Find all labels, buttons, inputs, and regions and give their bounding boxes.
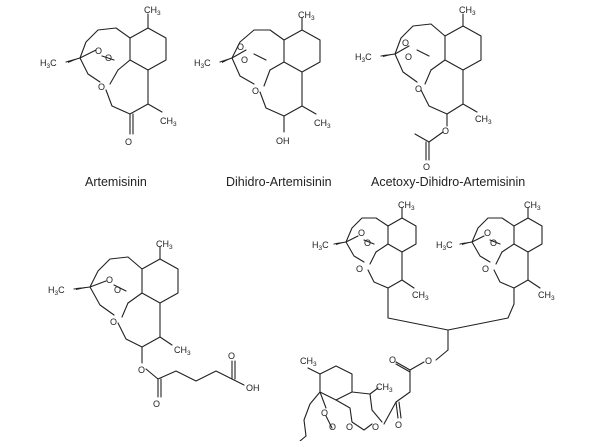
svg-text:H3C: H3C	[355, 52, 372, 64]
svg-text:O: O	[423, 162, 430, 172]
svg-text:H3C: H3C	[194, 58, 211, 70]
svg-text:CH3: CH3	[174, 345, 191, 357]
artesunate-structure: CH3 H3C O O O O O O OH CH3	[48, 239, 260, 409]
svg-text:CH3: CH3	[156, 239, 173, 251]
svg-text:O: O	[321, 408, 328, 418]
svg-text:O: O	[484, 228, 491, 238]
svg-text:O: O	[114, 285, 121, 295]
svg-text:O: O	[153, 399, 160, 409]
dihydroartemisinin-caption: Dihidro-Artemisinin	[226, 175, 332, 189]
svg-text:CH3: CH3	[475, 114, 492, 126]
trimer-linker: O O O O	[372, 303, 515, 432]
artemisinin-caption: Artemisinin	[85, 175, 147, 189]
svg-text:OH: OH	[246, 383, 260, 393]
svg-text:CH3: CH3	[144, 5, 161, 17]
svg-text:O: O	[329, 422, 336, 432]
svg-text:O: O	[415, 84, 422, 94]
acetoxy-dihydroartemisinin-caption: Acetoxy-Dihidro-Artemisinin	[371, 175, 525, 189]
svg-text:O: O	[372, 422, 379, 432]
svg-text:CH3: CH3	[300, 356, 317, 368]
svg-text:CH3: CH3	[314, 118, 331, 130]
svg-text:O: O	[110, 317, 117, 327]
svg-text:H3C: H3C	[312, 240, 329, 252]
dihydroartemisinin-structure: CH3 H3C O O O OH CH3	[194, 10, 331, 146]
artemisinin-structure: CH3 H3C O O O O CH3	[40, 5, 177, 147]
svg-text:CH3: CH3	[524, 200, 541, 212]
svg-text:O: O	[442, 126, 449, 136]
trimer-unit-bottom: CH3 CH3 O O O	[299, 356, 393, 442]
svg-text:H3C: H3C	[48, 285, 65, 297]
svg-text:O: O	[364, 238, 371, 248]
svg-text:O: O	[482, 264, 489, 274]
svg-text:CH3: CH3	[398, 200, 415, 212]
svg-text:H3C: H3C	[436, 240, 453, 252]
svg-text:O: O	[425, 356, 432, 366]
acetoxy-dihydroartemisinin-structure: CH3 H3C O O O O O CH3	[355, 5, 492, 172]
svg-text:O: O	[237, 42, 244, 52]
svg-text:O: O	[356, 264, 363, 274]
svg-text:O: O	[389, 355, 396, 365]
svg-text:O: O	[105, 53, 112, 63]
svg-text:CH3: CH3	[459, 5, 476, 17]
svg-text:OH: OH	[276, 136, 290, 146]
svg-text:O: O	[358, 228, 365, 238]
svg-text:CH3: CH3	[376, 382, 393, 394]
svg-text:O: O	[241, 55, 248, 65]
svg-text:CH3: CH3	[160, 116, 177, 128]
trimer-structure: CH3 H3C O O O CH3 CH3 H3C O O O	[299, 200, 555, 442]
svg-text:O: O	[490, 238, 497, 248]
svg-text:CH3: CH3	[412, 290, 429, 302]
svg-text:O: O	[95, 46, 102, 56]
svg-text:O: O	[346, 422, 353, 432]
svg-text:O: O	[138, 365, 145, 375]
svg-text:O: O	[106, 275, 113, 285]
svg-text:O: O	[98, 82, 105, 92]
svg-text:O: O	[405, 52, 412, 62]
svg-text:O: O	[228, 351, 235, 361]
trimer-unit-left: CH3 H3C O O O CH3	[312, 200, 429, 305]
svg-text:O: O	[125, 137, 132, 147]
svg-text:CH3: CH3	[298, 10, 315, 22]
svg-text:CH3: CH3	[538, 290, 555, 302]
svg-text:H3C: H3C	[40, 58, 57, 70]
trimer-unit-right: CH3 H3C O O O CH3	[436, 200, 555, 305]
svg-text:O: O	[402, 38, 409, 48]
svg-text:O: O	[395, 420, 402, 430]
svg-text:O: O	[252, 86, 259, 96]
